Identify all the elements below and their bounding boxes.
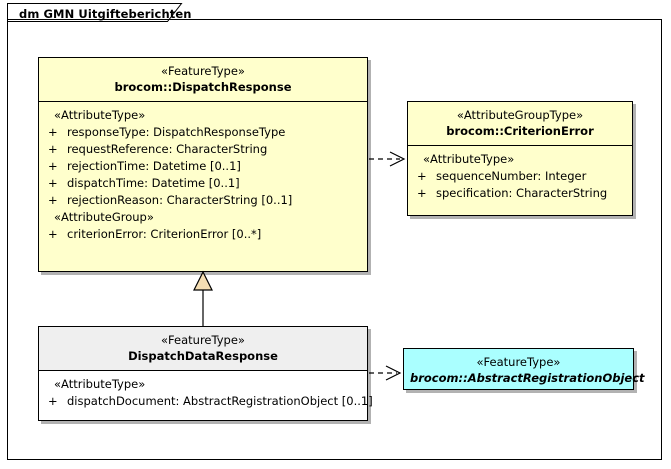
attribute-row[interactable]: + criterionError: CriterionError [0..*] [43,226,363,243]
attribute-row[interactable]: + rejectionTime: Datetime [0..1] [43,158,363,175]
class-separator [408,145,632,146]
class-stereotype: «FeatureType» [161,333,245,347]
attribute-label: responseType: DispatchResponseType [67,125,286,139]
attribute-row[interactable]: + sequenceNumber: Integer [412,168,628,185]
class-name: brocom::AbstractRegistrationObject [410,371,645,385]
class-name: DispatchDataResponse [128,349,278,363]
attribute-label: sequenceNumber: Integer [436,169,587,183]
attribute-row[interactable]: + dispatchTime: Datetime [0..1] [43,175,363,192]
attribute-visibility: + [417,186,427,200]
attribute-row[interactable]: + specification: CharacterString [412,185,628,202]
attribute-row[interactable]: + responseType: DispatchResponseType [43,124,363,141]
diagram-title: dm GMN Uitgifteberichten [19,7,192,21]
class-header-dispatch-response: «FeatureType» brocom::DispatchResponse [39,58,367,101]
attribute-visibility: + [48,125,58,139]
class-box-dispatch-data-response[interactable]: «FeatureType» DispatchDataResponse «Attr… [38,326,373,421]
class-attributes-criterion-error: «AttributeType» + sequenceNumber: Intege… [408,146,632,208]
class-stereotype: «FeatureType» [476,355,561,369]
class-box-criterion-error[interactable]: «AttributeGroupType» brocom::CriterionEr… [407,101,633,216]
attribute-row[interactable]: + dispatchDocument: AbstractRegistration… [43,393,373,410]
frame-tab-shape [7,3,183,22]
class-header-criterion-error: «AttributeGroupType» brocom::CriterionEr… [408,102,632,145]
attribute-visibility: + [48,176,58,190]
class-separator [39,101,367,102]
class-box-dispatch-response[interactable]: «FeatureType» brocom::DispatchResponse «… [38,57,368,272]
attribute-visibility: + [417,169,427,183]
attribute-group-label: «AttributeType» [54,108,146,122]
attribute-label: requestReference: CharacterString [67,142,268,156]
class-stereotype: «AttributeGroupType» [456,108,584,122]
attribute-group-label: «AttributeType» [423,152,515,166]
class-stereotype: «FeatureType» [161,64,245,78]
attribute-label: criterionError: CriterionError [0..*] [67,227,262,241]
class-attributes-dispatch-response: «AttributeType» + responseType: Dispatch… [39,102,367,249]
attribute-group-label: «AttributeType» [54,377,146,391]
class-separator [39,370,367,371]
attribute-label: rejectionTime: Datetime [0..1] [67,159,241,173]
attribute-label: dispatchTime: Datetime [0..1] [67,176,240,190]
attribute-label: specification: CharacterString [436,186,608,200]
attribute-visibility: + [48,193,58,207]
diagram-frame-border [7,19,662,460]
class-attributes-dispatch-data-response: «AttributeType» + dispatchDocument: Abst… [39,371,373,416]
class-header-dispatch-data-response: «FeatureType» DispatchDataResponse [39,327,367,370]
class-header-abstract-registration-object: «FeatureType» brocom::AbstractRegistrati… [404,349,645,392]
class-box-abstract-registration-object[interactable]: «FeatureType» brocom::AbstractRegistrati… [403,348,645,392]
attribute-row[interactable]: + rejectionReason: CharacterString [0..1… [43,192,363,209]
attribute-label: dispatchDocument: AbstractRegistrationOb… [67,394,373,408]
class-name: brocom::CriterionError [446,124,594,138]
attribute-row[interactable]: + requestReference: CharacterString [43,141,363,158]
attribute-visibility: + [48,159,58,173]
attribute-visibility: + [48,394,58,408]
attribute-visibility: + [48,142,58,156]
attribute-visibility: + [48,227,58,241]
class-name: brocom::DispatchResponse [114,80,292,94]
attribute-group-label: «AttributeGroup» [54,210,154,224]
attribute-label: rejectionReason: CharacterString [0..1] [67,193,293,207]
